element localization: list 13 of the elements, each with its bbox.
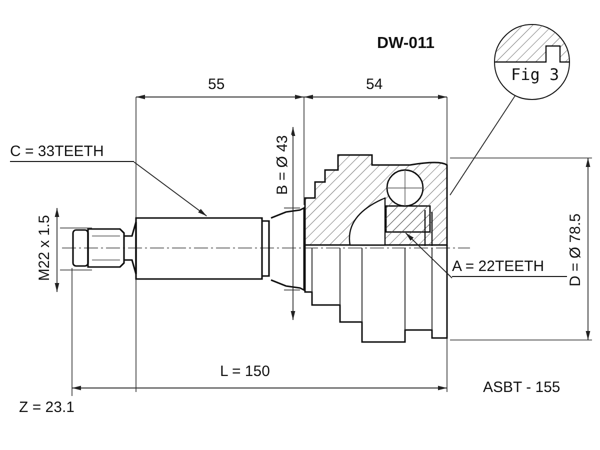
dimension-value: Z = 23.1 xyxy=(19,399,74,417)
shaft-drawing xyxy=(72,216,270,281)
dimension-value: B = Ø 43 xyxy=(274,135,292,195)
part-number: DW-011 xyxy=(377,35,434,53)
leader-line xyxy=(405,232,452,278)
dimension-value: 54 xyxy=(366,76,383,94)
callout-text: C = 33TEETH xyxy=(10,143,134,162)
dimension-value: L = 150 xyxy=(220,363,270,381)
part-number: ASBT - 155 xyxy=(483,379,560,397)
dimension-value: 55 xyxy=(208,76,225,94)
leader-line xyxy=(134,162,208,216)
leader-line xyxy=(450,95,516,196)
figure-label: Fig 3 xyxy=(511,65,560,84)
